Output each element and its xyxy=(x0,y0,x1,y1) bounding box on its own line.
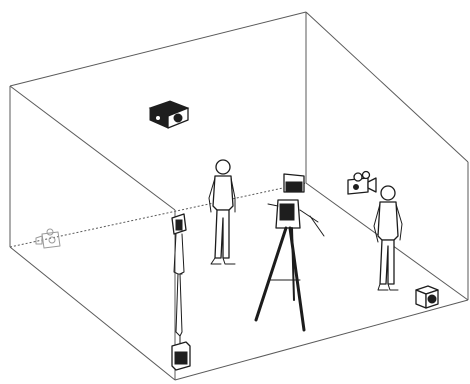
wall-camera-left-icon xyxy=(36,229,60,248)
tripod-camera-icon xyxy=(256,174,324,330)
person-standing-right-icon xyxy=(374,186,402,290)
person-standing-left-icon xyxy=(209,160,235,264)
room-box xyxy=(10,12,468,380)
ceiling-projector-icon xyxy=(150,101,188,128)
speaker-floor-right-icon xyxy=(416,286,438,308)
video-camera-right-wall-icon xyxy=(348,172,376,195)
